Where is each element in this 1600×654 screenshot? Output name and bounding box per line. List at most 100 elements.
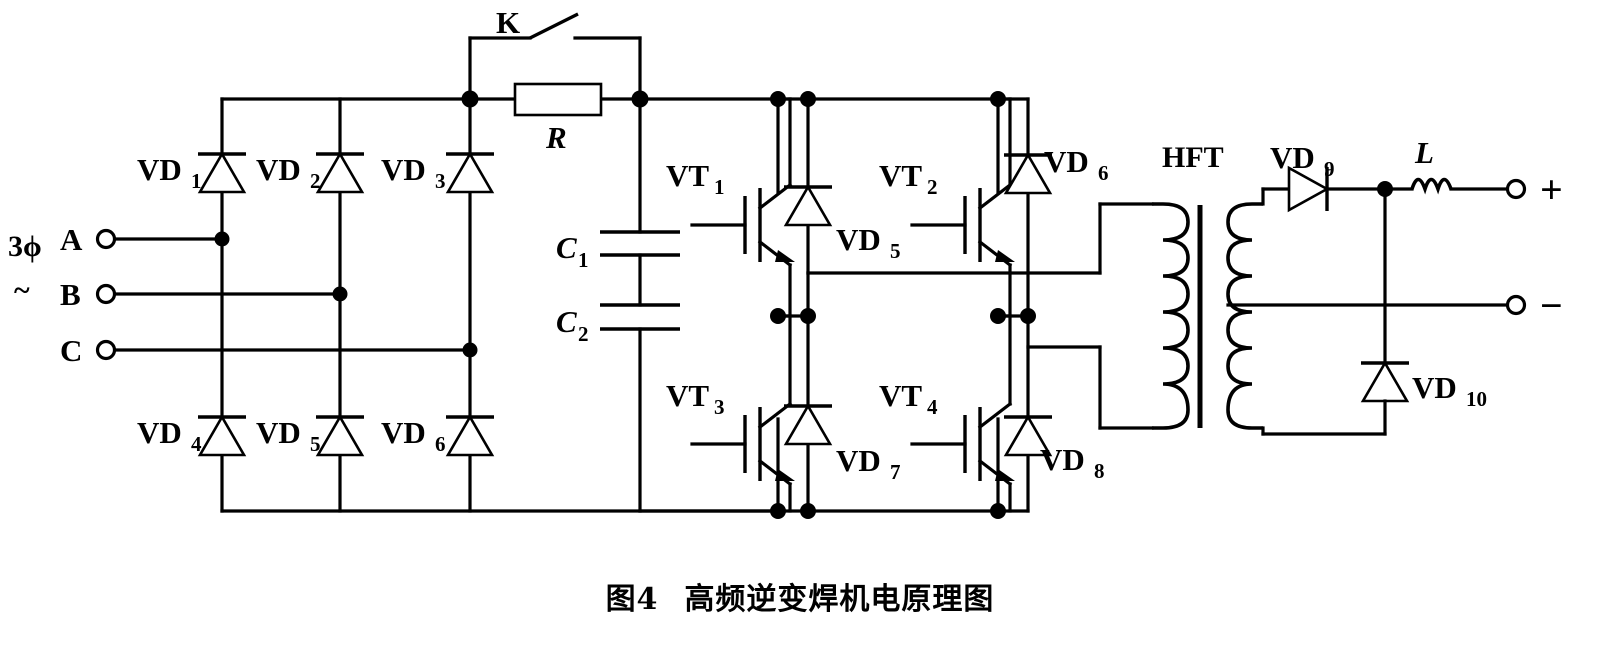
vd5r-text: VD xyxy=(256,415,301,450)
label-vd5: VD 5 xyxy=(836,222,901,263)
vd1-text: VD xyxy=(137,152,182,187)
label-vd10: VD 10 xyxy=(1412,370,1487,411)
vd2-text: VD xyxy=(256,152,301,187)
vt4-sub: 4 xyxy=(927,395,938,419)
top-rail-node-2 xyxy=(800,91,816,107)
vt1-text: VT xyxy=(666,158,709,193)
phase-c-terminal[interactable] xyxy=(95,339,117,361)
vd1-sub: 1 xyxy=(191,169,202,193)
source-label: 3ϕ xyxy=(8,230,42,263)
diode-vd5-rect xyxy=(315,414,365,457)
diode-vd3 xyxy=(445,151,495,194)
vt3-emitter-arrow xyxy=(775,469,795,481)
label-vd2: VD 2 xyxy=(256,152,321,193)
label-c2: C 2 xyxy=(556,304,589,346)
label-vd4: VD 4 xyxy=(137,415,202,456)
vt3-collector-diag xyxy=(757,401,793,430)
c1-sub: 1 xyxy=(578,248,589,272)
phase-c-label: C xyxy=(60,333,82,368)
diode-vd6 xyxy=(1003,152,1053,195)
right-midpoint-node-2 xyxy=(1020,308,1036,324)
label-vd6: VD 6 xyxy=(1044,144,1109,185)
vd7-text: VD xyxy=(836,443,881,478)
vd9-text: VD xyxy=(1270,140,1315,175)
upper-rectifier-diodes xyxy=(197,151,495,194)
primary-winding xyxy=(1152,202,1190,430)
high-frequency-transformer xyxy=(1152,202,1263,430)
vt3-text: VT xyxy=(666,378,709,413)
phase-b-terminal[interactable] xyxy=(95,283,117,305)
c2-text: C xyxy=(556,304,577,339)
diode-vd8 xyxy=(1003,414,1053,457)
vd5-text: VD xyxy=(836,222,881,257)
output-stage xyxy=(1226,165,1527,436)
resistor-r-label: R xyxy=(545,120,567,155)
vd8-sub: 8 xyxy=(1094,459,1105,483)
vt4-text: VT xyxy=(879,378,922,413)
vd6r-sub: 6 xyxy=(435,432,446,456)
switch-blade[interactable] xyxy=(529,12,579,40)
igbt-vt1 xyxy=(690,97,795,318)
vd3-sub: 3 xyxy=(435,169,446,193)
diode-vd2 xyxy=(315,151,365,194)
dc-link-capacitors xyxy=(600,97,680,513)
source-wave-label: ~ xyxy=(14,274,30,307)
c1-text: C xyxy=(556,230,577,265)
vd10-sub: 10 xyxy=(1466,387,1487,411)
caption-number: 图4 xyxy=(605,582,659,617)
vd2-sub: 2 xyxy=(310,169,321,193)
label-vd6-rect: VD 6 xyxy=(381,415,446,456)
vd7-sub: 7 xyxy=(890,460,901,484)
label-vd1: VD 1 xyxy=(137,152,202,193)
label-vd9: VD 9 xyxy=(1270,140,1335,181)
inverter-bridge-frame xyxy=(638,97,1030,513)
bottom-rail-node-3 xyxy=(990,503,1006,519)
output-negative-terminal[interactable] xyxy=(1505,294,1527,316)
label-vd8: VD 8 xyxy=(1040,442,1105,483)
vt1-sub: 1 xyxy=(714,175,725,199)
transformer-primary-wires xyxy=(806,202,1154,430)
bottom-rail-node-2 xyxy=(800,503,816,519)
transformer-label: HFT xyxy=(1162,141,1224,174)
vt1-emitter-arrow xyxy=(775,250,795,262)
label-vd5-rect: VD 5 xyxy=(256,415,321,456)
vt4-emitter-arrow xyxy=(995,469,1015,481)
igbt-vt2 xyxy=(910,97,1015,318)
output-positive-terminal[interactable] xyxy=(1505,178,1527,200)
vd8-text: VD xyxy=(1040,442,1085,477)
bottom-rail-node-1 xyxy=(770,503,786,519)
vd9-sub: 9 xyxy=(1324,157,1335,181)
diode-vd4 xyxy=(197,414,247,457)
precharge-network xyxy=(461,12,649,117)
resistor-r-body xyxy=(513,82,603,117)
c2-sub: 2 xyxy=(578,322,589,346)
inductor-label: L xyxy=(1414,135,1434,170)
phase-a-terminal[interactable] xyxy=(95,228,117,250)
right-midpoint-node xyxy=(990,308,1006,324)
vd6r-text: VD xyxy=(381,415,426,450)
igbt-vt4 xyxy=(910,314,1015,513)
vd10-text: VD xyxy=(1412,370,1457,405)
vd4-text: VD xyxy=(137,415,182,450)
vd5r-sub: 5 xyxy=(310,432,321,456)
vd5-sub: 5 xyxy=(890,239,901,263)
vd4-sub: 4 xyxy=(191,432,202,456)
label-vt3: VT 3 xyxy=(666,378,725,419)
vd6-text: VD xyxy=(1044,144,1089,179)
secondary-winding xyxy=(1226,202,1263,430)
top-rail-node-3 xyxy=(990,91,1006,107)
switch-k-label: K xyxy=(496,5,520,40)
vt1-collector-diag xyxy=(757,182,793,211)
left-midpoint-node xyxy=(770,308,786,324)
vt2-collector-diag xyxy=(977,182,1013,211)
vt4-collector-diag xyxy=(977,401,1013,430)
label-vt4: VT 4 xyxy=(879,378,938,419)
diode-vd10 xyxy=(1360,360,1410,403)
vt2-sub: 2 xyxy=(927,175,938,199)
vt2-emitter-arrow xyxy=(995,250,1015,262)
vd6-sub: 6 xyxy=(1098,161,1109,185)
vt3-sub: 3 xyxy=(714,395,725,419)
diode-vd7 xyxy=(783,403,833,446)
